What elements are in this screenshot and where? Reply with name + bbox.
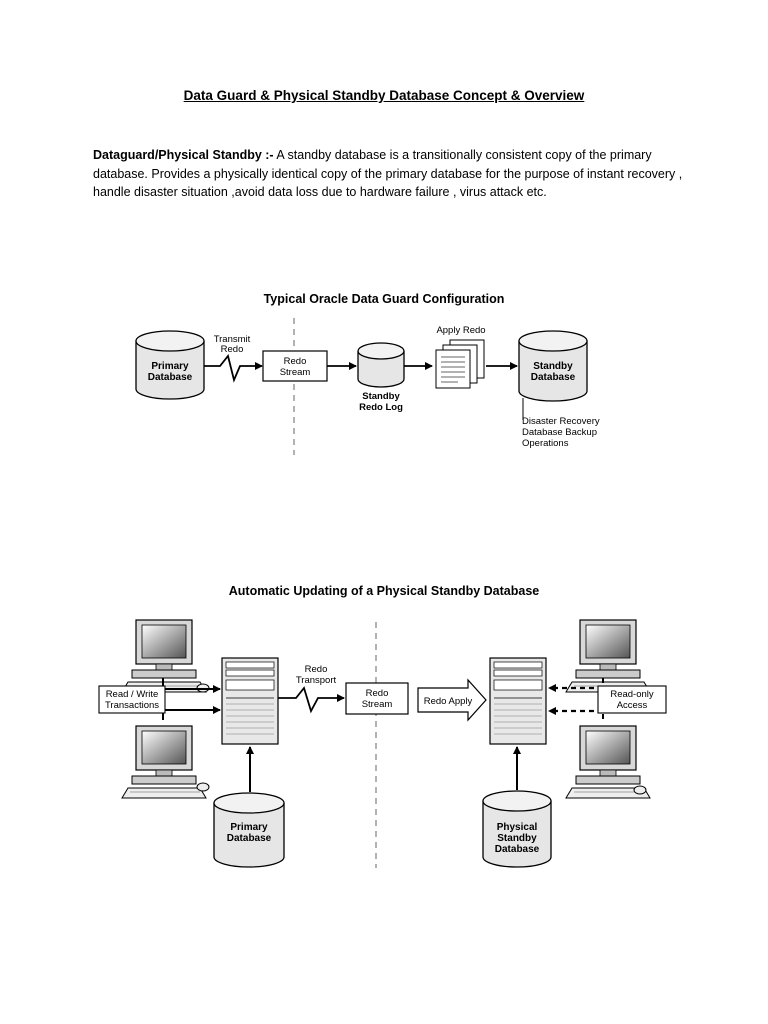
physical-standby-label-1: Physical (497, 822, 538, 833)
primary-server (221, 657, 279, 745)
figure2-diagram: Read / Write Transactions Primary Databa… (98, 619, 667, 868)
redo-stream-box (262, 350, 328, 382)
standby-redo-log-label-2: Redo Log (359, 402, 403, 413)
standby-uses-line-2: Database Backup (522, 427, 597, 438)
standby-uses-line-1: Disaster Recovery (522, 416, 600, 427)
physical-standby-label-3: Database (495, 844, 540, 855)
intro-paragraph: Dataguard/Physical Standby :- A standby … (93, 146, 693, 202)
figure1-diagram: Primary Database Transmit Redo Redo Stre… (135, 318, 600, 455)
standby-database-label-1: Standby (533, 361, 573, 372)
primary-database2-label-2: Database (227, 833, 272, 844)
standby-database-label-2: Database (531, 372, 576, 383)
mouse-icon (633, 785, 647, 795)
client-workstation-bottom-left (121, 725, 207, 799)
apply-redo-label: Apply Redo (436, 325, 485, 336)
redo-stream2-label-1: Redo (366, 688, 389, 699)
primary-database2-label-1: Primary (230, 822, 268, 833)
read-only-label-2: Access (617, 700, 648, 711)
redo-transport-arrow (278, 686, 345, 714)
standby-server (489, 657, 547, 745)
redo-transport-label-2: Transport (296, 675, 337, 686)
read-only-box (597, 685, 667, 714)
read-write-label-2: Transactions (105, 700, 159, 711)
physical-standby-database-cylinder: Physical Standby Database (482, 790, 552, 868)
mouse-icon (196, 782, 210, 792)
standby-redo-log-label-1: Standby (362, 391, 400, 402)
redo-stream-label-2: Stream (280, 367, 311, 378)
redo-apply-arrow (417, 678, 487, 722)
transmit-redo-label-2: Redo (221, 344, 244, 355)
read-write-box (98, 685, 166, 714)
page-title: Data Guard & Physical Standby Database C… (183, 88, 585, 103)
figure2-title: Automatic Updating of a Physical Standby… (228, 584, 540, 598)
figure1-title: Typical Oracle Data Guard Configuration (263, 292, 505, 306)
physical-standby-label-2: Standby (497, 833, 537, 844)
standby-database-cylinder: Standby Database (518, 330, 588, 402)
transmit-redo-arrow (204, 354, 263, 383)
redo-stream-label-1: Redo (284, 356, 307, 367)
standby-redo-log-cylinder (357, 342, 405, 388)
read-write-label-1: Read / Write (106, 689, 159, 700)
primary-database-label-2: Database (148, 372, 193, 383)
primary-database-cylinder-2: Primary Database (213, 792, 285, 868)
redo-stream-box-2 (345, 682, 409, 715)
primary-database-cylinder: Primary Database (135, 330, 205, 400)
intro-term: Dataguard/Physical Standby :- (93, 148, 274, 162)
redo-transport-label-1: Redo (305, 664, 328, 675)
apply-redo-documents-icon (435, 339, 485, 389)
transmit-redo-label-1: Transmit (214, 334, 251, 345)
primary-database-label-1: Primary (151, 361, 189, 372)
intro-text: A standby database is a transitionally c… (93, 148, 683, 199)
standby-uses-line-3: Operations (522, 438, 569, 449)
redo-apply-label: Redo Apply (424, 696, 473, 707)
read-only-label-1: Read-only (610, 689, 654, 700)
client-workstation-top-right (565, 619, 651, 693)
redo-stream2-label-2: Stream (362, 699, 393, 710)
